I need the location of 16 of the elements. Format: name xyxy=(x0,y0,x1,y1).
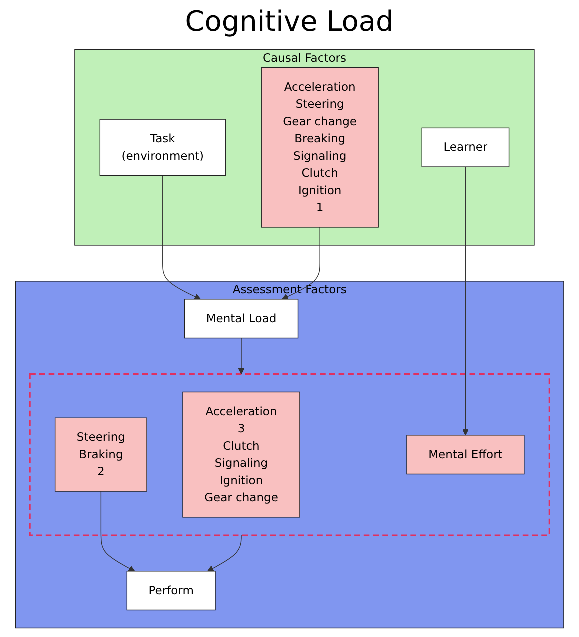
arrow xyxy=(162,175,201,300)
node-box: Steering Braking 2 xyxy=(54,418,148,492)
arrow xyxy=(238,338,244,375)
node-box: Mental Load xyxy=(184,299,298,339)
node-box: Learner xyxy=(421,128,510,168)
arrow xyxy=(282,227,320,300)
arrow xyxy=(462,166,468,436)
node-box: Acceleration Steering Gear change Breaking Signaling Clutch Ignition 1 xyxy=(260,67,379,228)
node-box: Perform xyxy=(126,571,216,611)
cluster xyxy=(29,374,550,536)
node-box: Task (environment) xyxy=(99,119,226,176)
arrow xyxy=(100,491,135,572)
diagram-title: Cognitive Load xyxy=(184,4,395,40)
node-box: Acceleration 3 Clutch Signaling Ignition Gear change xyxy=(182,392,300,518)
arrow xyxy=(207,535,242,572)
node-box: Mental Effort xyxy=(406,435,524,475)
